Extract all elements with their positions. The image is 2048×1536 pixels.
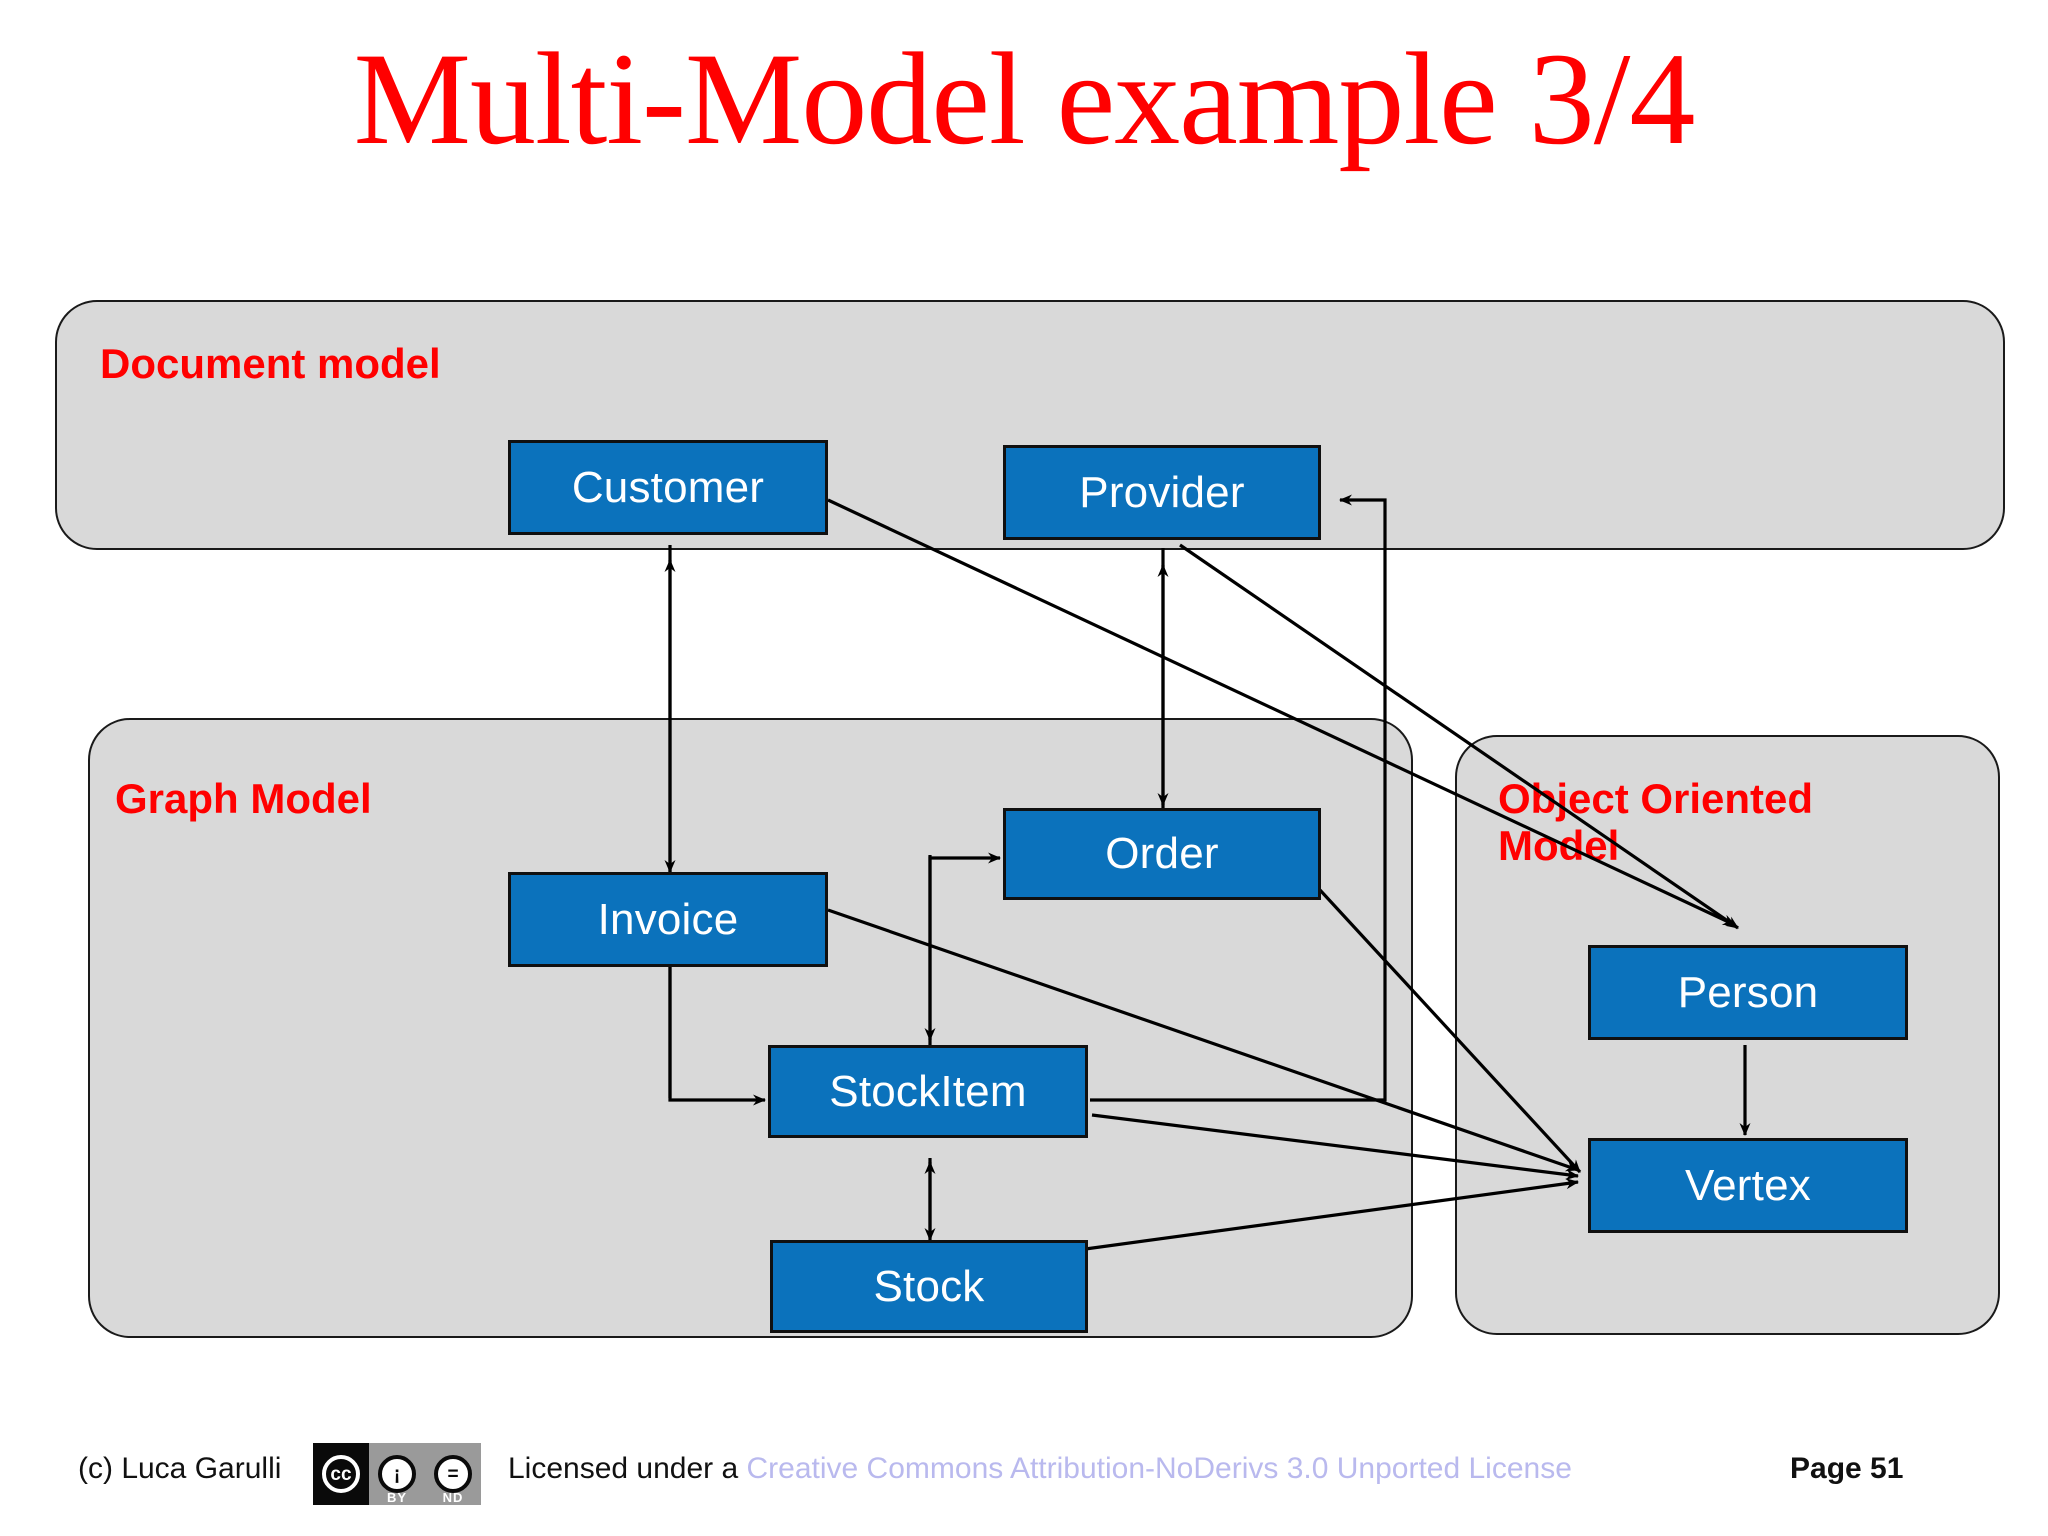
entity-stockitem[interactable]: StockItem bbox=[768, 1045, 1088, 1138]
graph-model-label: Graph Model bbox=[115, 775, 372, 822]
cc-nd-symbol: = bbox=[434, 1455, 472, 1493]
cc-by-icon: ¡ BY bbox=[369, 1443, 425, 1505]
entity-vertex[interactable]: Vertex bbox=[1588, 1138, 1908, 1233]
entity-provider[interactable]: Provider bbox=[1003, 445, 1321, 540]
entity-order[interactable]: Order bbox=[1003, 808, 1321, 900]
entity-customer[interactable]: Customer bbox=[508, 440, 828, 535]
license-prefix: Licensed under a bbox=[508, 1452, 747, 1485]
cc-ring-label: cc bbox=[322, 1455, 360, 1493]
document-model-label: Document model bbox=[100, 340, 441, 387]
cc-logo-icon: cc bbox=[313, 1443, 369, 1505]
entity-person[interactable]: Person bbox=[1588, 945, 1908, 1040]
cc-nd-label: ND bbox=[442, 1490, 464, 1505]
copyright-text: (c) Luca Garulli bbox=[78, 1452, 282, 1485]
page-number: Page 51 bbox=[1790, 1452, 1904, 1485]
creative-commons-badge-icon: cc ¡ BY = ND bbox=[313, 1443, 481, 1505]
license-text: Licensed under a Creative Commons Attrib… bbox=[508, 1452, 1572, 1486]
cc-by-label: BY bbox=[386, 1490, 408, 1505]
cc-by-symbol: ¡ bbox=[378, 1455, 416, 1493]
page-title: Multi-Model example 3/4 bbox=[353, 25, 1696, 172]
license-link[interactable]: Creative Commons Attribution-NoDerivs 3.… bbox=[746, 1452, 1572, 1485]
footer: (c) Luca Garulli cc ¡ BY = ND Licensed u… bbox=[0, 1443, 2048, 1512]
entity-stock[interactable]: Stock bbox=[770, 1240, 1088, 1333]
object-oriented-model-label: Object Oriented Model bbox=[1498, 775, 1814, 870]
entity-invoice[interactable]: Invoice bbox=[508, 872, 828, 967]
cc-nd-icon: = ND bbox=[425, 1443, 481, 1505]
